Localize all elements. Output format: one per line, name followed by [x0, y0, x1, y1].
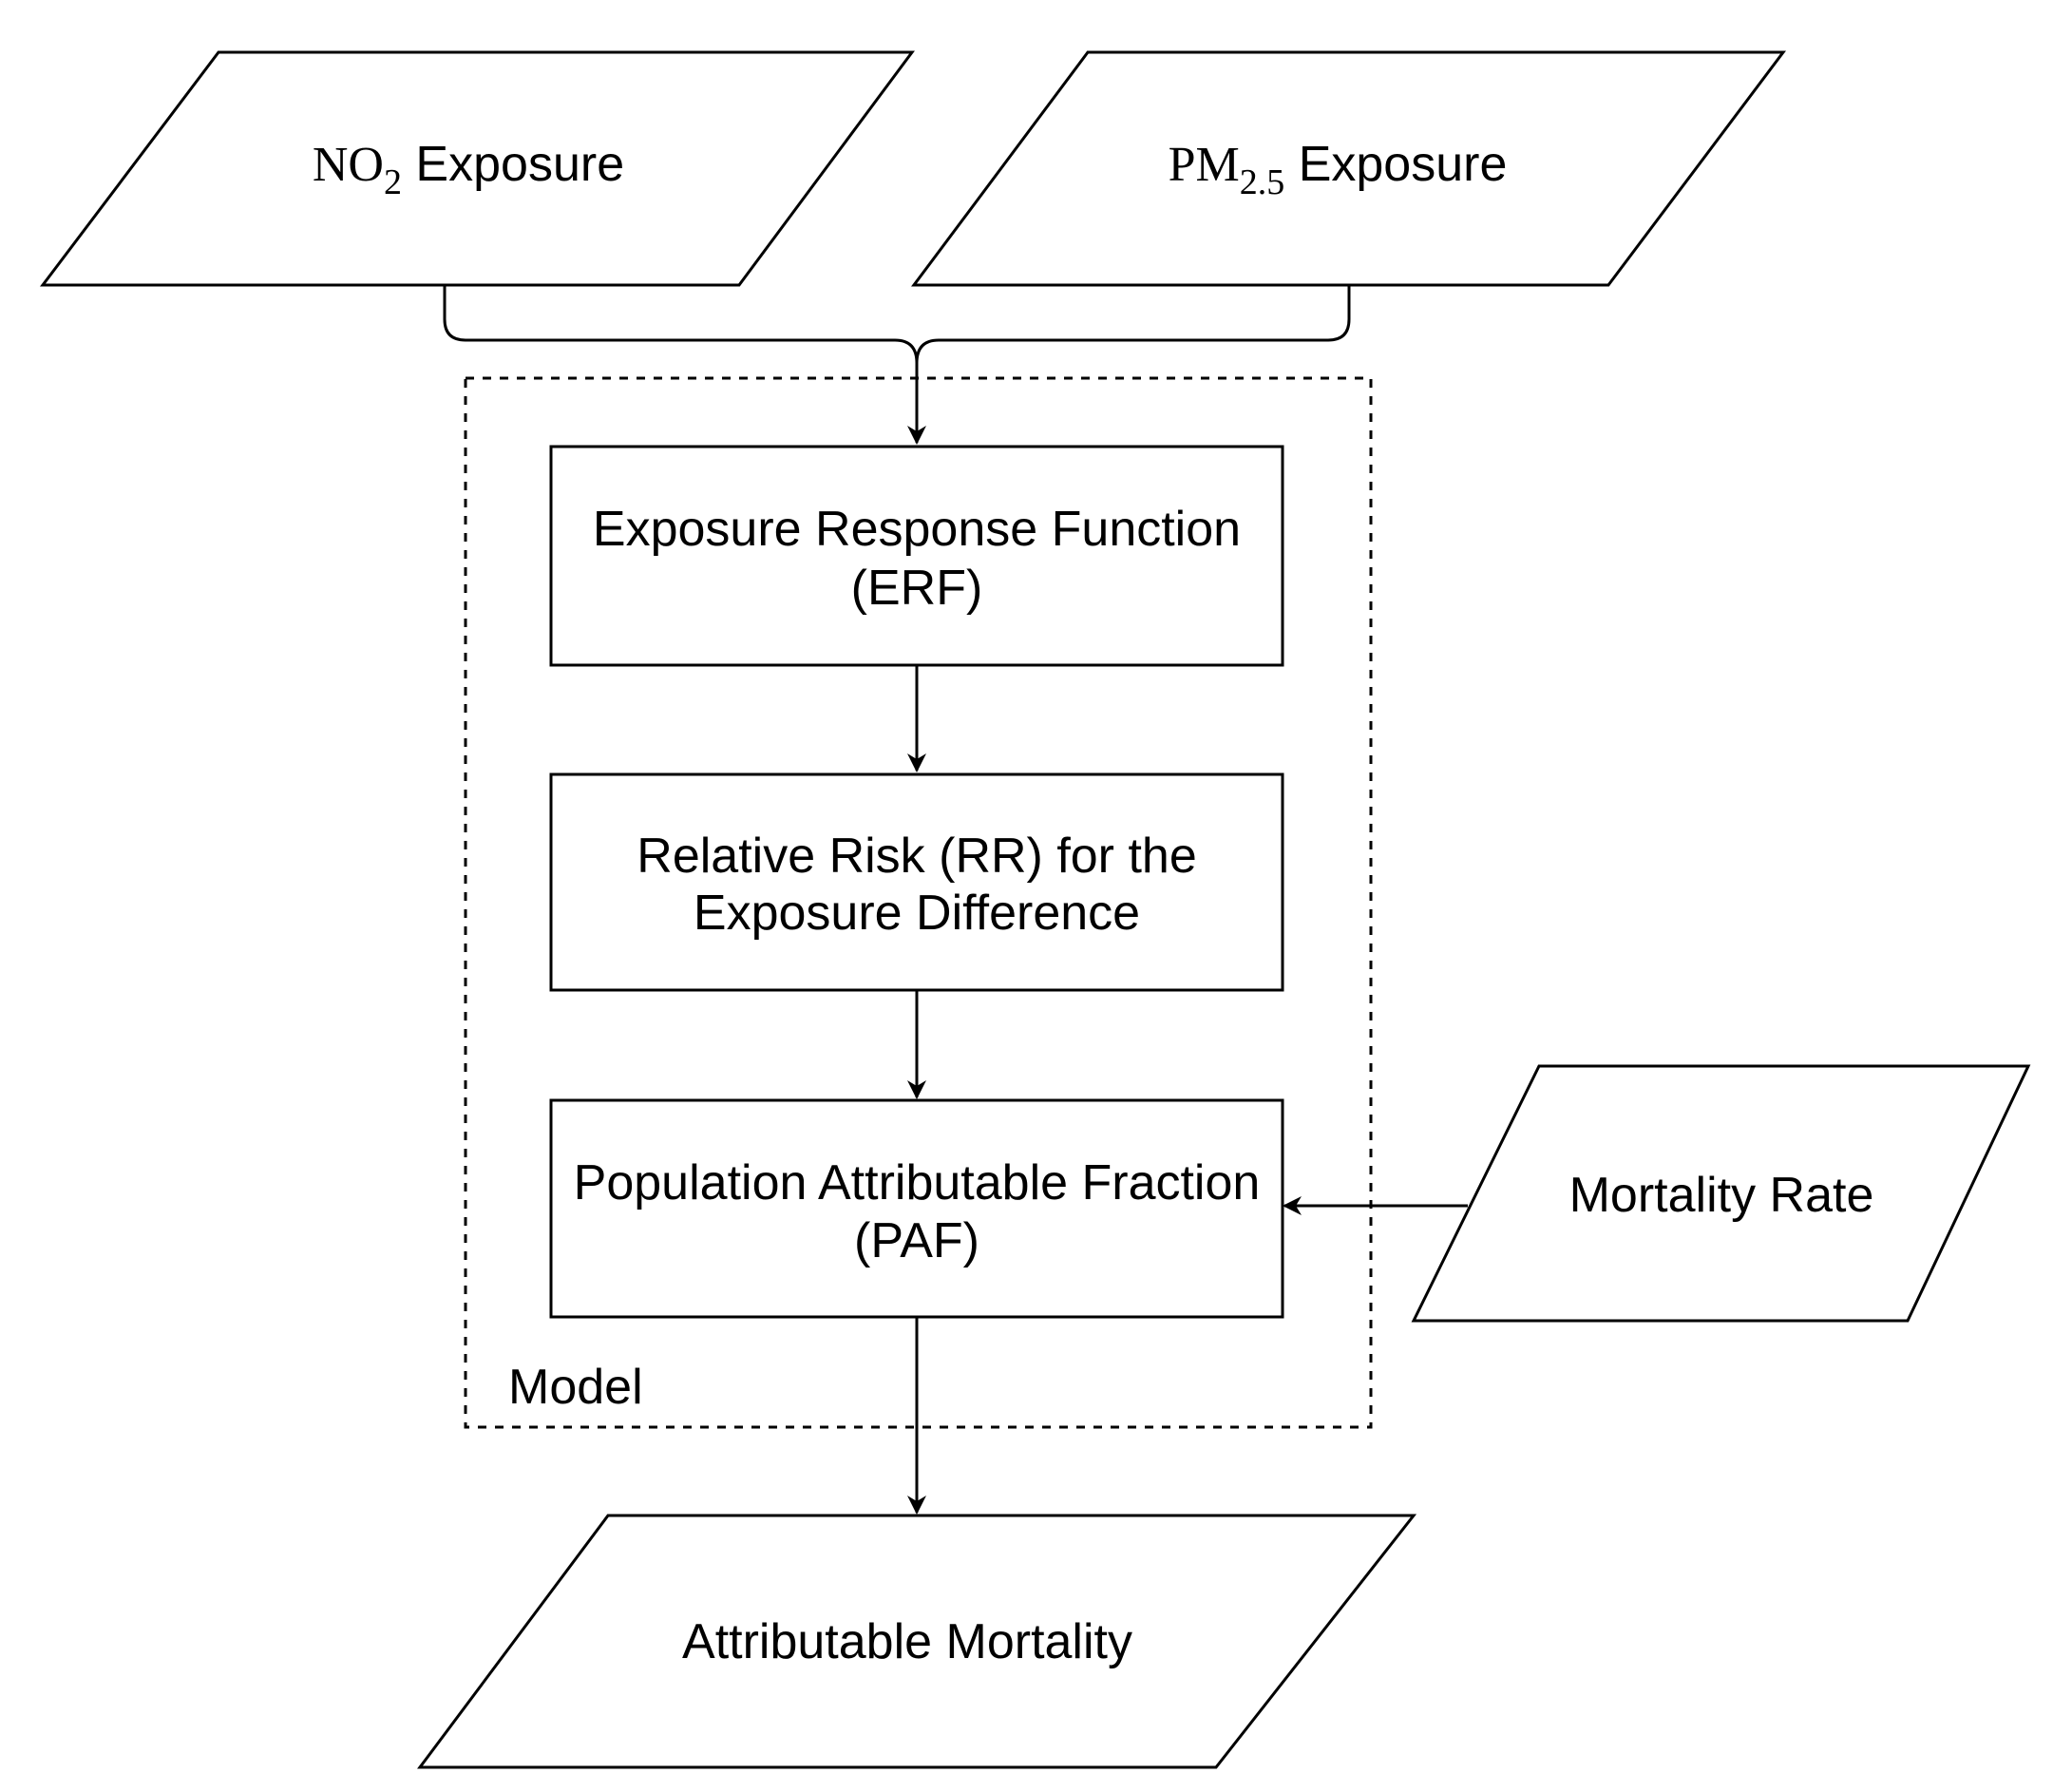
- node-erf-line1: Exposure Response Function: [593, 502, 1241, 557]
- node-erf: Exposure Response Function (ERF): [549, 445, 1284, 667]
- node-attributable-mortality: Attributable Mortality: [417, 1514, 1417, 1769]
- pm25-subscript: 2.5: [1240, 162, 1285, 202]
- node-pm25-exposure: PM2.5 Exposure: [911, 50, 1787, 287]
- no2-chem-symbol: NO: [313, 138, 384, 192]
- node-paf-line2: (PAF): [854, 1213, 979, 1268]
- node-paf-line1: Population Attributable Fraction: [574, 1155, 1261, 1211]
- node-no2-exposure: NO2 Exposure: [39, 50, 915, 287]
- edge-pm25-to-erf: [915, 285, 1351, 364]
- pm25-chem-symbol: PM: [1169, 138, 1240, 192]
- node-erf-line2: (ERF): [851, 561, 983, 616]
- edges: [443, 285, 1468, 1515]
- no2-subscript: 2: [384, 162, 402, 202]
- node-no2-exposure-label: NO2 Exposure: [313, 137, 624, 202]
- node-attributable-mortality-label: Attributable Mortality: [682, 1614, 1132, 1669]
- node-rr-line1: Relative Risk (RR) for the: [637, 829, 1196, 884]
- node-paf: Population Attributable Fraction (PAF): [549, 1098, 1284, 1319]
- node-pm25-exposure-label: PM2.5 Exposure: [1169, 137, 1508, 202]
- node-mortality-rate: Mortality Rate: [1411, 1064, 2031, 1323]
- edge-no2-to-erf: [443, 285, 926, 445]
- node-mortality-rate-label: Mortality Rate: [1569, 1168, 1874, 1223]
- model-container-label: Model: [508, 1360, 643, 1415]
- no2-label-suffix: Exposure: [402, 137, 624, 192]
- node-rr-line2: Exposure Difference: [694, 886, 1140, 941]
- node-rr: Relative Risk (RR) for the Exposure Diff…: [549, 772, 1284, 992]
- pm25-label-suffix: Exposure: [1284, 137, 1507, 192]
